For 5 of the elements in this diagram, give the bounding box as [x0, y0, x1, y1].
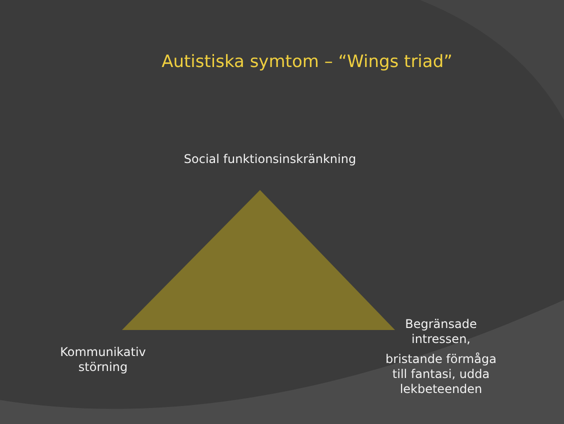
slide-title: Autistiska symtom – “Wings triad” — [160, 52, 454, 72]
corner-label: Kommunikativ störning — [59, 345, 147, 375]
corner-label: bristande förmåga till fantasi, udda lekbeteenden — [384, 352, 498, 397]
corner-label: Social funktionsinskränkning — [182, 152, 358, 167]
corner-label: Begränsade intressen, — [404, 317, 478, 347]
